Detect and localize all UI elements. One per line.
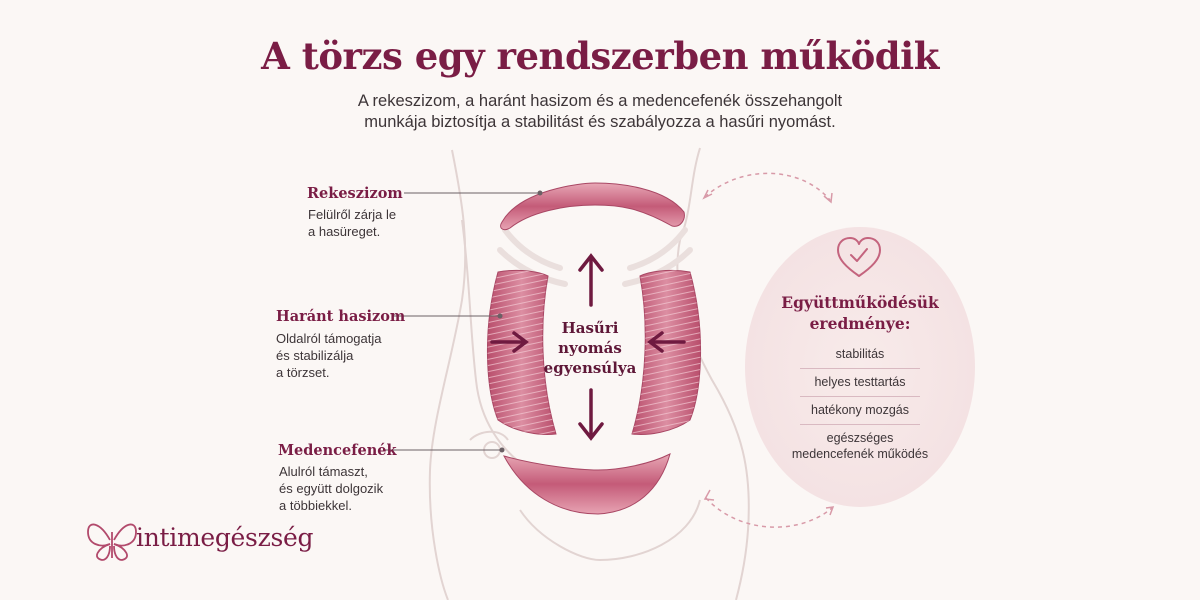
result-item: egészséges	[826, 431, 894, 445]
transversus-label-text: Oldalról támogatja és stabilizálja a tör…	[276, 330, 382, 381]
pressure-arrows	[490, 253, 686, 441]
result-item: helyes testtartás	[814, 375, 906, 389]
result-item: medencefenék működés	[791, 447, 929, 461]
pelvic-floor-text-line: és együtt dolgozik	[279, 481, 384, 496]
diaphragm-text-line: a hasüreget.	[308, 224, 381, 239]
torso-outline	[428, 147, 750, 600]
pressure-text-line: nyomás	[558, 339, 622, 357]
result-title-line-1: Együttműködésük	[781, 293, 939, 312]
pelvic-floor-text-line: Alulról támaszt,	[279, 464, 368, 479]
result-title-line-2: eredménye:	[809, 314, 911, 333]
diaphragm-label-title: Rekeszizom	[307, 185, 403, 202]
transversus-label-title: Haránt hasizom	[276, 308, 406, 325]
result-divider	[800, 368, 920, 369]
butterfly-icon	[87, 523, 137, 561]
subtitle-line-2: munkája biztosítja a stabilitást és szab…	[364, 113, 836, 131]
result-divider	[800, 396, 920, 397]
transversus-text-line: Oldalról támogatja	[276, 331, 382, 346]
diaphragm-text-line: Felülről zárja le	[308, 207, 397, 222]
pelvic-floor-label-title: Medencefenék	[278, 442, 397, 459]
transversus-text-line: a törzset.	[276, 365, 330, 380]
pelvic-floor-text-line: a többiekkel.	[279, 498, 352, 513]
pressure-text-line: egyensúlya	[543, 359, 637, 377]
result-circle	[745, 227, 975, 507]
pelvic-floor-muscle	[503, 453, 671, 515]
page-title: A törzs egy rendszerben működik	[261, 34, 939, 78]
result-divider	[800, 424, 920, 425]
leader-lines	[384, 192, 540, 451]
result-item: stabilitás	[835, 347, 885, 361]
dashed-connector-arcs	[704, 172, 833, 528]
brand-name: intimegészség	[136, 523, 314, 552]
diaphragm-muscle	[500, 182, 685, 231]
subtitle-line-1: A rekeszizom, a haránt hasizom és a mede…	[357, 92, 843, 110]
pressure-text-line: Hasűri	[561, 319, 619, 337]
diaphragm-label-text: Felülről zárja le a hasüreget.	[308, 206, 396, 240]
result-item: hatékony mozgás	[811, 403, 909, 417]
heart-check-icon	[837, 237, 881, 277]
transversus-text-line: és stabilizálja	[276, 348, 354, 363]
pressure-balance-label: Hasűri nyomás egyensúlya	[520, 318, 660, 378]
pelvic-floor-label-text: Alulról támaszt, és együtt dolgozik a tö…	[279, 463, 383, 514]
